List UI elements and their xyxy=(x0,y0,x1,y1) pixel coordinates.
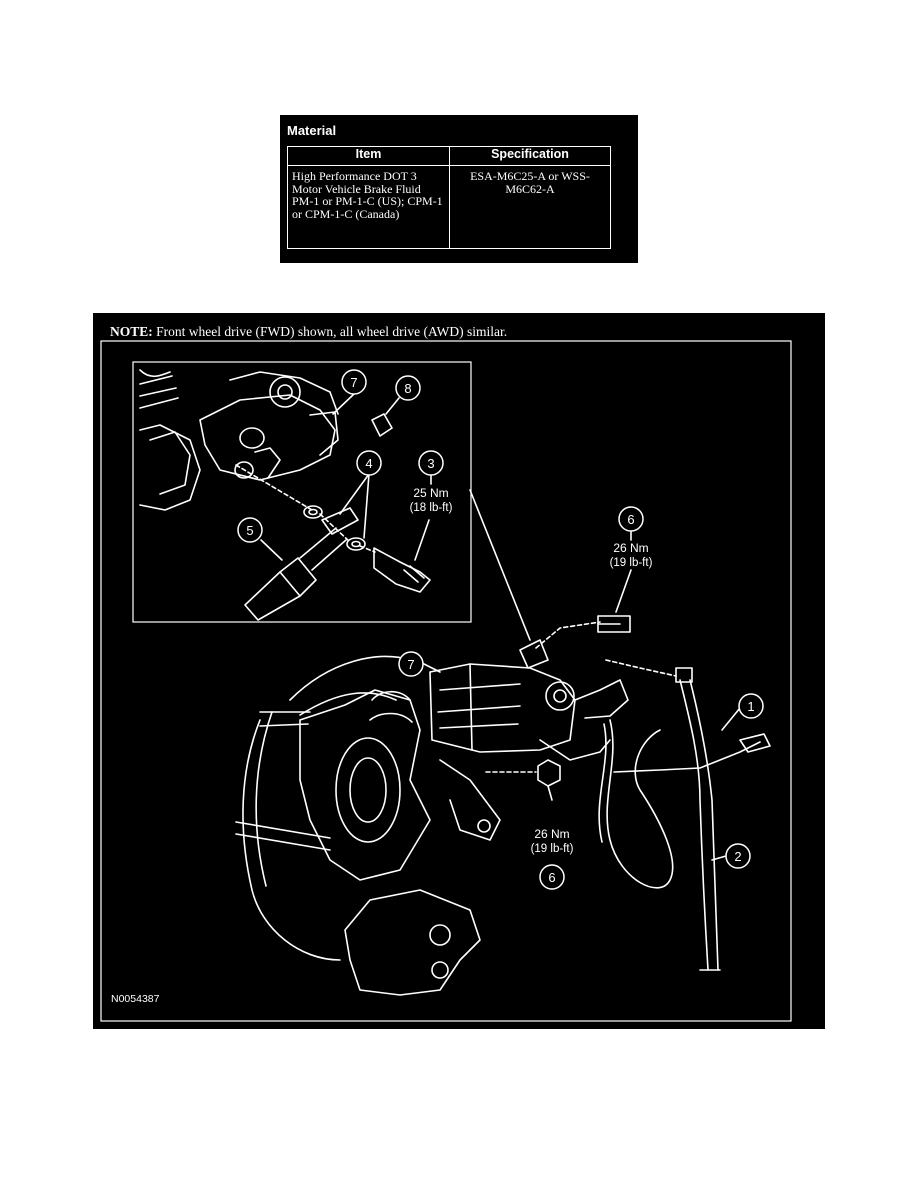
cell-item: High Performance DOT 3 Motor Vehicle Bra… xyxy=(287,165,450,249)
callout-1-label: 1 xyxy=(747,699,754,714)
callout-4: 4 xyxy=(356,450,382,476)
callout-2: 2 xyxy=(725,843,751,869)
callout-7-inset-label: 7 xyxy=(350,375,357,390)
torque-6-bottom-lbft: (19 lb-ft) xyxy=(531,843,574,855)
callout-6-bottom: 6 xyxy=(539,864,565,890)
diagram-frame xyxy=(100,340,792,1022)
torque-3-nm: 25 Nm xyxy=(413,486,448,500)
material-table-panel: Material Item Specification High Perform… xyxy=(280,115,638,263)
callout-4-label: 4 xyxy=(365,456,372,471)
callout-3-label: 3 xyxy=(427,456,434,471)
torque-3-lbft: (18 lb-ft) xyxy=(410,502,453,514)
figure-note: NOTE: Front wheel drive (FWD) shown, all… xyxy=(110,324,507,340)
figure-id: N0054387 xyxy=(111,993,160,1005)
callout-5-label: 5 xyxy=(246,523,253,538)
torque-labels: 25 Nm (18 lb-ft) 26 Nm (19 lb-ft) 26 Nm … xyxy=(410,486,653,855)
callout-leaders xyxy=(260,393,741,871)
callout-2-label: 2 xyxy=(734,849,741,864)
main-caliper-drawing xyxy=(235,489,771,996)
note-text: Front wheel drive (FWD) shown, all wheel… xyxy=(152,324,508,339)
callout-6-top: 6 xyxy=(618,506,644,532)
torque-6-top-lbft: (19 lb-ft) xyxy=(610,557,653,569)
callout-5: 5 xyxy=(237,517,263,543)
material-table: Item Specification High Performance DOT … xyxy=(287,146,611,249)
callouts: 7 8 4 3 5 6 7 1 xyxy=(237,369,764,890)
callout-7-main-label: 7 xyxy=(407,657,414,672)
illustration-panel xyxy=(93,313,825,1029)
torque-6-top-nm: 26 Nm xyxy=(613,541,648,555)
callout-8: 8 xyxy=(395,375,421,401)
callout-3: 3 xyxy=(418,450,444,476)
callout-6-bottom-label: 6 xyxy=(548,870,555,885)
callout-7-main: 7 xyxy=(398,651,424,677)
callout-7-inset: 7 xyxy=(341,369,367,395)
torque-6-bottom-nm: 26 Nm xyxy=(534,827,569,841)
cell-specification: ESA-M6C25-A or WSS-M6C62-A xyxy=(449,165,611,249)
inset-caliper-drawing xyxy=(139,369,431,621)
table-row: High Performance DOT 3 Motor Vehicle Bra… xyxy=(287,165,611,249)
note-label: NOTE: xyxy=(110,324,153,339)
callout-6-top-label: 6 xyxy=(627,512,634,527)
callout-1: 1 xyxy=(738,693,764,719)
material-heading: Material xyxy=(287,123,337,138)
callout-8-label: 8 xyxy=(404,381,411,396)
